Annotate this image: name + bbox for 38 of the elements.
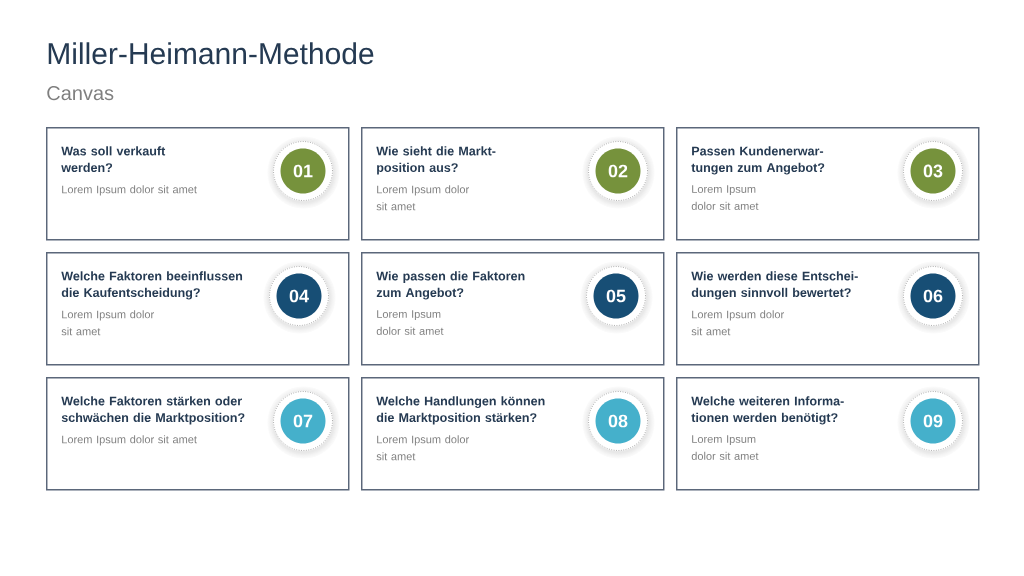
card bbox=[361, 252, 665, 366]
subtitle: Canvas bbox=[47, 86, 114, 101]
number-badge: 02 bbox=[582, 136, 655, 209]
card-text: Lorem Ipsum dolor sit amet bbox=[62, 185, 197, 196]
card bbox=[46, 377, 350, 491]
number-badge: 05 bbox=[580, 261, 653, 334]
card-text: Lorem Ipsum dolor sit amet bbox=[691, 435, 759, 460]
number-badge: 09 bbox=[897, 386, 970, 459]
card bbox=[676, 127, 980, 241]
card-text: Lorem Ipsum dolor sit amet bbox=[376, 435, 469, 461]
card bbox=[361, 377, 665, 491]
card bbox=[46, 252, 350, 366]
card bbox=[46, 127, 350, 241]
card-heading: Welche Handlungen können die Marktposition stärken? bbox=[376, 396, 545, 425]
card-heading: Passen Kundenerwar- tungen zum Angebot? bbox=[691, 146, 825, 175]
number-badge: 06 bbox=[897, 261, 970, 334]
number-badge: 01 bbox=[267, 136, 340, 209]
card-text: Lorem Ipsum dolor sit amet bbox=[691, 310, 784, 336]
card-heading: Welche weiteren Informa- tionen werden benötigt? bbox=[691, 396, 844, 425]
card-text: Lorem Ipsum dolor sit amet bbox=[691, 185, 759, 210]
card-text: Lorem Ipsum dolor sit amet bbox=[376, 185, 469, 211]
title: Miller-Heimann-Methode bbox=[48, 42, 374, 65]
card-heading: Wie werden diese Entschei- dungen sinnvoll bewertet? bbox=[691, 271, 858, 300]
card-heading: Was soll verkauft werden? bbox=[61, 146, 166, 172]
number-badge: 07 bbox=[267, 386, 340, 459]
card-heading: Welche Faktoren beeinflussen die Kaufentscheidung? bbox=[61, 271, 243, 300]
card-text: Lorem Ipsum dolor sit amet bbox=[376, 310, 444, 335]
card-heading: Wie passen die Faktoren zum Angebot? bbox=[376, 271, 525, 300]
number-badge: 03 bbox=[897, 136, 970, 209]
card bbox=[676, 377, 980, 491]
card-text: Lorem Ipsum dolor sit amet bbox=[62, 435, 197, 446]
card bbox=[361, 127, 665, 241]
card-text: Lorem Ipsum dolor sit amet bbox=[61, 310, 154, 336]
card bbox=[676, 252, 980, 366]
number-badge: 04 bbox=[263, 261, 336, 334]
number-badge: 08 bbox=[582, 386, 655, 459]
card-heading: Wie sieht die Markt- position aus? bbox=[376, 146, 496, 175]
card-heading: Welche Faktoren stärken oder schwächen die Marktposition? bbox=[61, 396, 245, 425]
